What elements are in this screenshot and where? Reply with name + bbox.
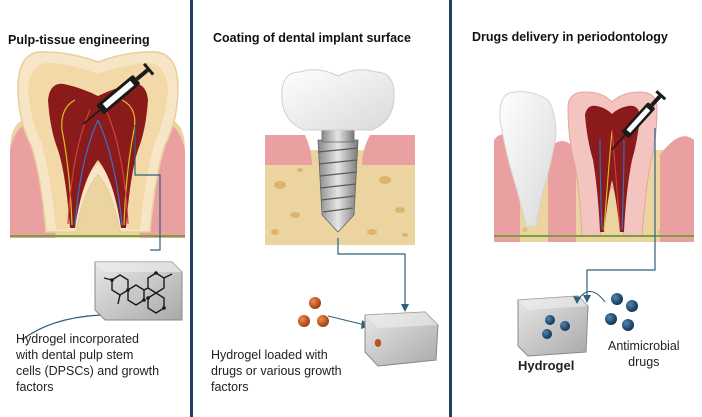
panel-title-pulp: Pulp-tissue engineering: [8, 33, 150, 47]
caption-arrow-pulp: [21, 314, 101, 341]
syringe-icon: [82, 62, 155, 125]
caption-pulp: Hydrogel incorporated with dental pulp s…: [16, 332, 160, 394]
connector-line-periodontal: [586, 128, 656, 300]
divider-right: [449, 0, 452, 417]
syringe-icon-periodontal: [611, 90, 667, 151]
growth-factor-particles: [298, 297, 329, 327]
hydrogel-block-periodontal: [517, 295, 589, 357]
connector-line-pulp: [134, 125, 161, 251]
pulp-tooth-illustration: [10, 51, 185, 238]
periodontal-teeth-illustration: [494, 91, 694, 242]
antimicrobial-drug-particles: [605, 293, 638, 331]
hydrogel-block-pulp: [94, 261, 183, 321]
hydrogel-block-implant: [364, 311, 439, 367]
implant-illustration: [265, 69, 415, 245]
panel-title-implant: Coating of dental implant surface: [213, 31, 411, 45]
connector-line-implant: [337, 238, 406, 310]
panel-title-periodontology: Drugs delivery in periodontology: [472, 30, 668, 44]
divider-left: [190, 0, 193, 417]
caption-implant: Hydrogel loaded with drugs or various gr…: [211, 348, 342, 394]
hydrogel-label: Hydrogel: [518, 358, 575, 373]
antimicrobial-drugs-label: Antimicrobial drugs: [608, 339, 680, 369]
